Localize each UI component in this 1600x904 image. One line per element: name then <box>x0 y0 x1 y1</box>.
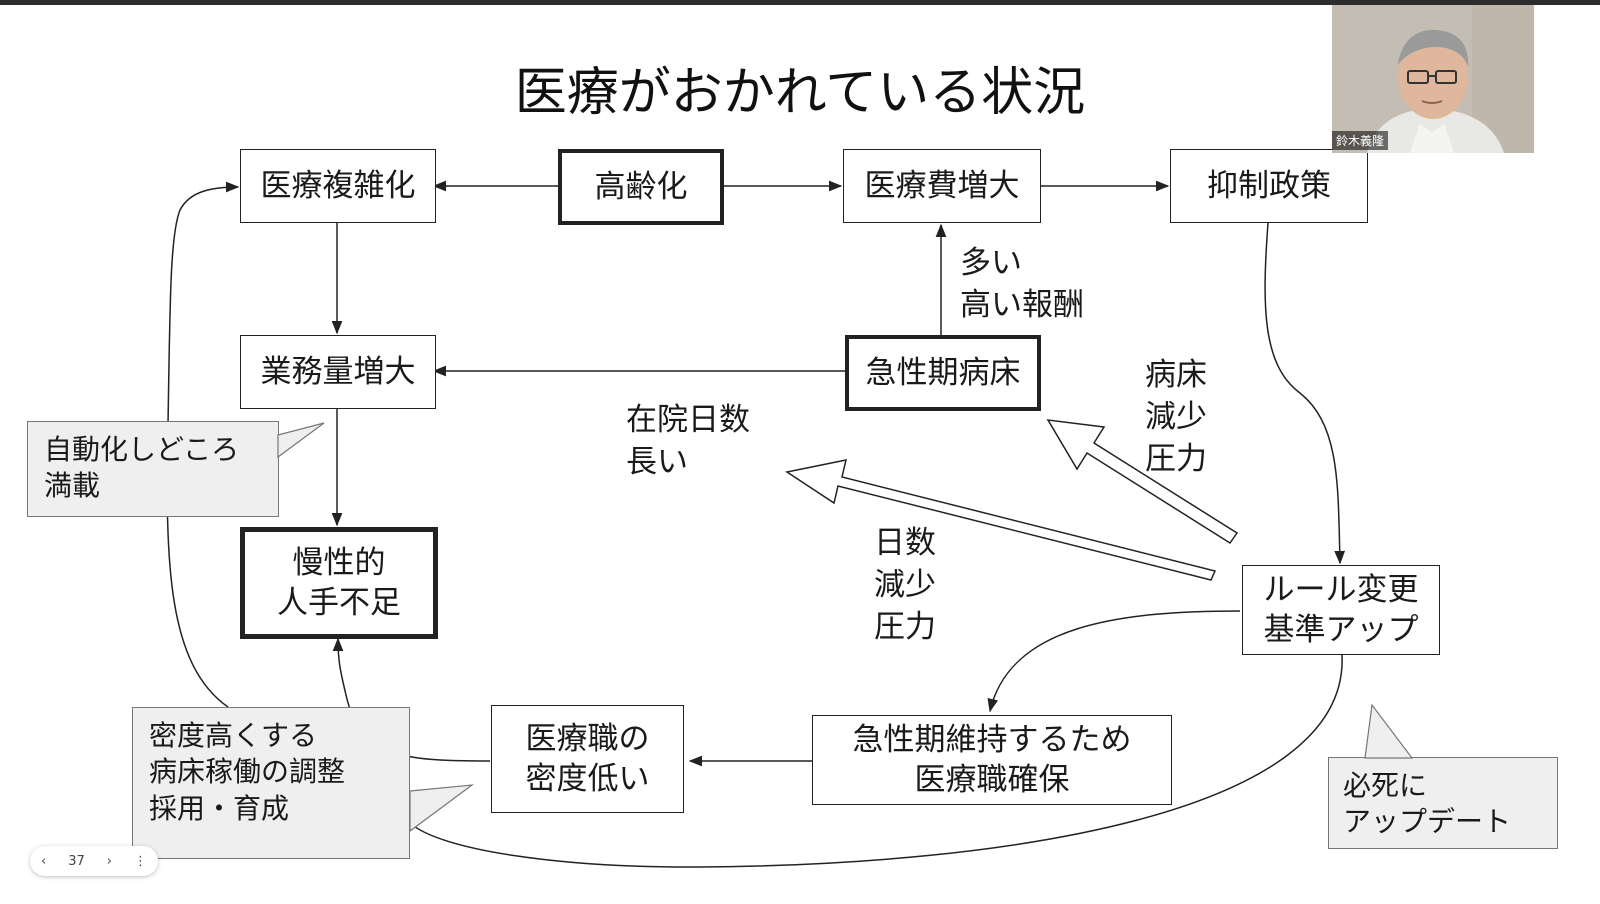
slide-title: 医療がおかれている状況 <box>514 63 1086 123</box>
node-workload: 業務量増大 <box>240 335 436 409</box>
node-secure-staff: 急性期維持するため 医療職確保 <box>812 715 1172 805</box>
slide-pager: ‹ 37 › ⋮ <box>30 846 158 876</box>
arrow-loop-to-complexity <box>166 181 240 708</box>
node-cost-increase: 医療費増大 <box>843 149 1041 223</box>
chevron-left-icon[interactable]: ‹ <box>41 853 47 869</box>
arrow-rule-bottom-loop <box>409 654 1343 868</box>
label-long-stay: 在院日数 長い <box>626 402 750 480</box>
label-bed-reduction: 病床 減少 圧力 <box>1145 357 1207 477</box>
presentation-slide: 医療がおかれている状況 医療複雑化 高齢化 医療費増大 抑制政策 業務量増大 急… <box>0 5 1600 899</box>
node-rule-change: ルール変更 基準アップ <box>1242 565 1440 655</box>
callout-update: 必死に アップデート <box>1328 757 1558 849</box>
participant-avatar <box>1332 5 1534 153</box>
arrow-rule-to-secure-staff <box>987 610 1241 713</box>
node-suppression: 抑制政策 <box>1170 149 1368 223</box>
node-chronic-shortage: 慢性的 人手不足 <box>240 527 438 639</box>
page-number: 37 <box>68 853 85 869</box>
chevron-right-icon[interactable]: › <box>106 853 112 869</box>
node-acute-beds: 急性期病床 <box>845 335 1041 411</box>
callout-density-up: 密度高くする 病床稼働の調整 採用・育成 <box>132 707 410 859</box>
hollow-arrow-day-pressure <box>785 459 1217 581</box>
hollow-arrow-bed-pressure <box>1046 419 1239 545</box>
flow-diagram-connectors <box>166 180 1346 868</box>
node-complexity: 医療複雑化 <box>240 149 436 223</box>
node-staff-density: 医療職の 密度低い <box>491 705 684 813</box>
video-tile-participant[interactable] <box>1332 5 1534 153</box>
arrow-suppression-to-rule <box>1264 222 1346 565</box>
label-day-reduction: 日数 減少 圧力 <box>874 525 936 645</box>
participant-name-label: 鈴木義隆 <box>1332 131 1389 150</box>
window-top-bar <box>0 0 1600 5</box>
label-high-reward: 多い 高い報酬 <box>960 245 1084 323</box>
more-vertical-icon[interactable]: ⋮ <box>133 853 147 869</box>
node-aging: 高齢化 <box>558 149 724 225</box>
callout-automation: 自動化しどころ 満載 <box>27 421 279 517</box>
